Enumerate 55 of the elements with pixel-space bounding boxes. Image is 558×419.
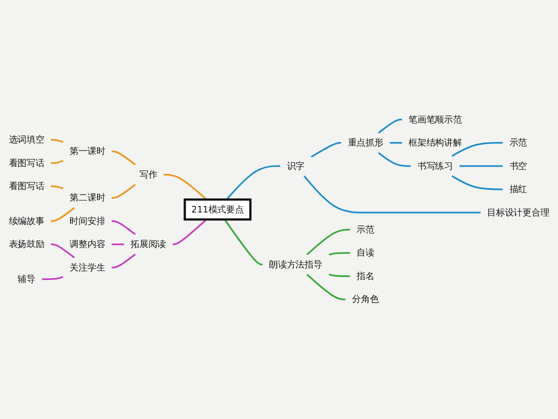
node-text: 朗读方法指导 (269, 259, 322, 270)
connector (112, 244, 124, 246)
node-text: 描红 (509, 184, 528, 194)
connector (310, 142, 342, 158)
connector (306, 274, 346, 300)
node-text: 书写练习 (417, 160, 453, 172)
connector (452, 142, 503, 157)
connector (42, 276, 64, 280)
node-text: 目标设计更合理 (487, 207, 550, 218)
connector (390, 142, 402, 144)
connector (378, 118, 402, 134)
connector (460, 165, 503, 167)
node-text: 选词填空 (8, 134, 44, 145)
node-text: 重点抓形 (348, 137, 384, 148)
node-text: 看图写话 (8, 180, 44, 192)
node-text: 框架结构讲解 (408, 137, 462, 148)
node-text: 调整内容 (70, 238, 106, 250)
connector (112, 150, 136, 166)
connector (172, 218, 208, 246)
connector (306, 228, 350, 256)
connector (112, 184, 136, 199)
node-text: 续编故事 (8, 216, 44, 226)
node-text: 识字 (286, 160, 305, 172)
node-text: 写作 (139, 169, 158, 180)
node-text: 书空 (509, 160, 528, 172)
node-text: 拓展阅读 (130, 238, 166, 250)
node-text: 自读 (356, 247, 374, 258)
connector (224, 218, 263, 266)
node-text: 示范 (509, 137, 528, 148)
node-text: 示范 (356, 224, 374, 235)
node-text: 表扬鼓励 (8, 238, 44, 250)
connector (164, 174, 208, 200)
node-text: 辅导 (18, 274, 36, 284)
node-text: 指名 (356, 270, 374, 282)
connector (226, 165, 280, 200)
connector (328, 252, 350, 256)
connector (452, 175, 503, 190)
connector (50, 185, 64, 190)
connector (112, 254, 136, 268)
node-text: 第一课时 (70, 146, 106, 156)
connector (50, 138, 64, 143)
node-text: 时间安排 (70, 216, 106, 226)
connector (304, 175, 481, 214)
connector (50, 160, 64, 164)
connector (50, 244, 75, 258)
node-text: 分角色 (352, 294, 379, 304)
connector (112, 220, 136, 236)
node-text: 关注学生 (70, 262, 106, 273)
node-text: 看图写话 (8, 157, 44, 168)
node-text: 第二课时 (70, 192, 106, 203)
node-text: 笔画笔顺示范 (408, 114, 462, 125)
connector (50, 207, 75, 222)
node-box (184, 198, 252, 221)
connector (378, 152, 411, 167)
connector (328, 274, 350, 277)
